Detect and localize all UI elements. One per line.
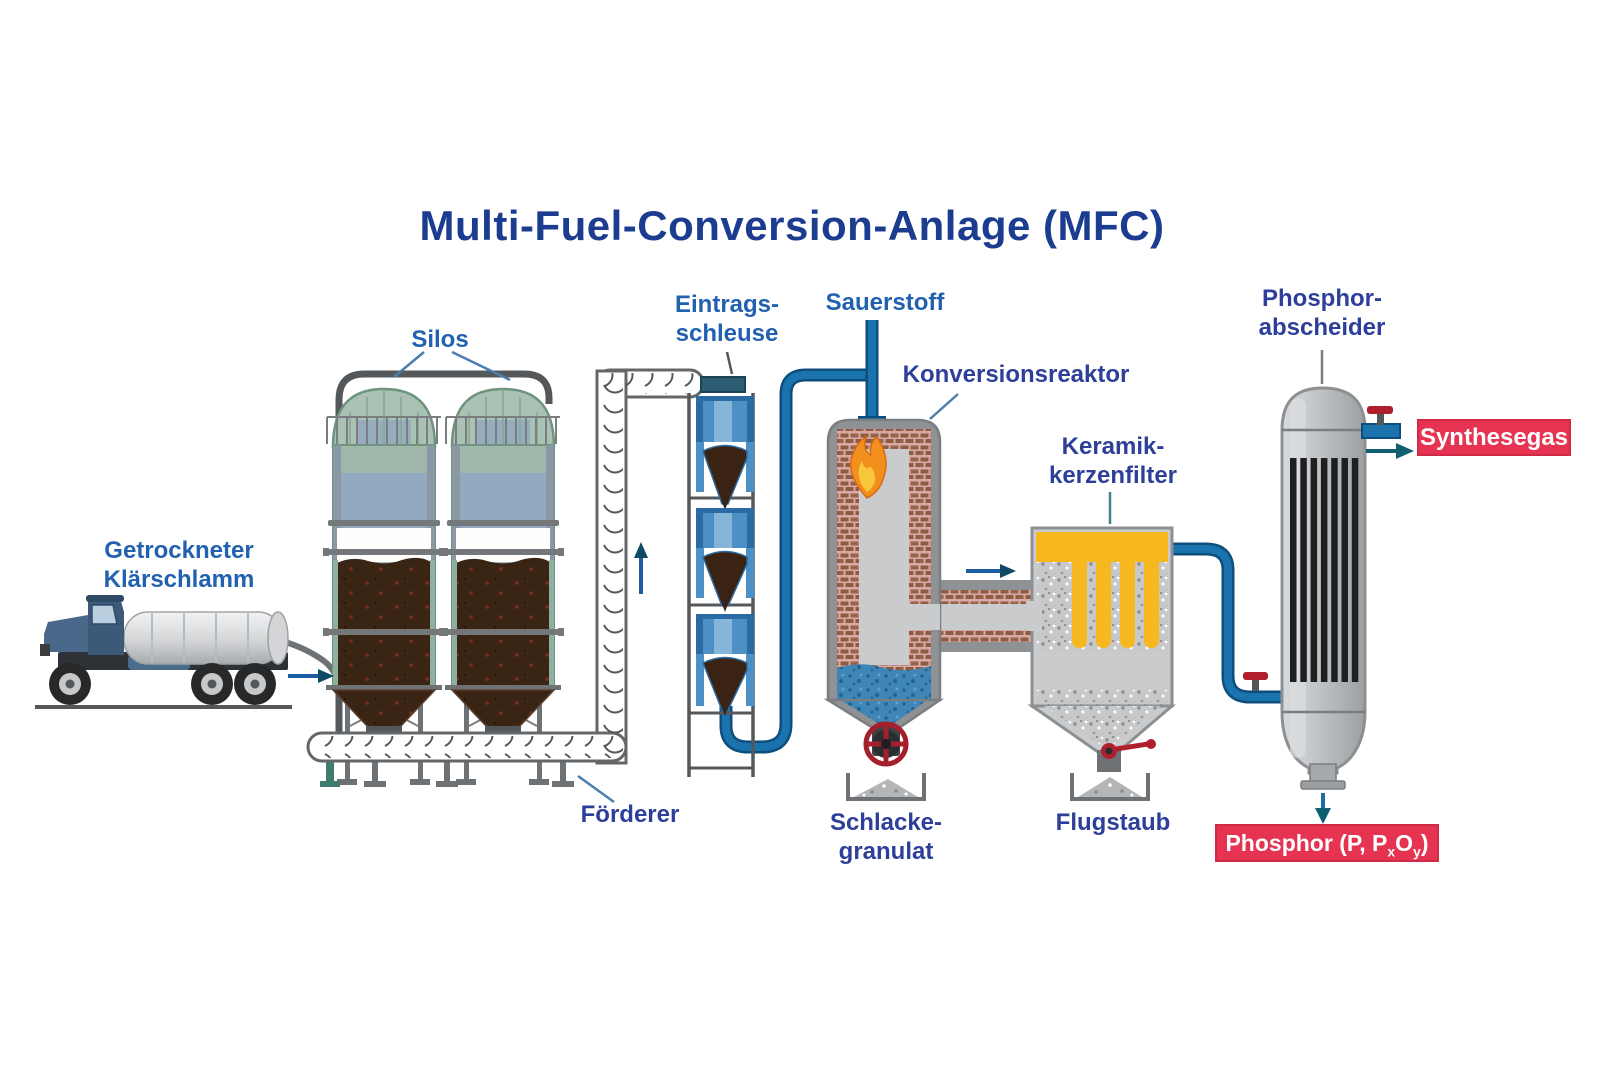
filter-to-separator-pipe <box>1168 545 1286 701</box>
lock-hopper-2 <box>696 508 754 612</box>
phosphorabscheider-vessel <box>1243 386 1401 790</box>
slag-collection-tray <box>846 773 926 801</box>
konversionsreaktor-vessel <box>823 418 1038 767</box>
schleuse-inlet-cap <box>700 376 746 393</box>
label-foerderer: Förderer <box>580 801 680 828</box>
ceramic-candle <box>1072 556 1087 648</box>
lock-hopper-1 <box>696 396 754 510</box>
label-schlackegranulat: Schlacke- granulat <box>829 809 943 865</box>
label-sauerstoff: Sauerstoff <box>825 289 945 316</box>
silos-pointer-right <box>451 350 511 382</box>
label-silos: Silos <box>411 326 469 353</box>
phosphor-badge-text: Phosphor (P, PxOy) <box>1225 829 1429 860</box>
lock-hopper-3 <box>696 614 754 716</box>
phosphor-badge: Phosphor (P, PxOy) <box>1215 824 1439 862</box>
ceramic-candle <box>1120 556 1135 648</box>
label-konversionsreaktor: Konversionsreaktor <box>902 361 1130 388</box>
flame <box>849 435 887 499</box>
flydust-collection-tray <box>1070 773 1150 801</box>
screw-conveyor <box>306 368 705 787</box>
flow-arrows <box>288 443 1414 824</box>
ceramic-candle <box>1144 556 1159 648</box>
silo-railing <box>326 416 441 444</box>
label-keramikkerzenfilter: Keramik- kerzenfilter <box>1048 433 1178 489</box>
schleuse-pointer <box>725 351 734 375</box>
label-truck-cargo: Getrockneter Klärschlamm <box>103 537 255 593</box>
quench-water <box>837 664 931 700</box>
label-phosphorabscheider: Phosphor- abscheider <box>1258 285 1386 341</box>
silo-fill-pipe <box>335 370 553 757</box>
unloading-hose <box>281 638 342 689</box>
label-pointers <box>393 350 1324 804</box>
ceramic-candle <box>1096 556 1111 648</box>
silos-pointer-left <box>393 351 425 378</box>
silo-sludge-fill <box>456 557 550 688</box>
schleuse-to-reactor-pipe <box>722 371 872 751</box>
tanker-barrel <box>123 611 283 665</box>
inlet-valve <box>1243 672 1268 691</box>
label-flugstaub: Flugstaub <box>1055 809 1171 836</box>
silo-left <box>323 387 445 785</box>
foerderer-pointer <box>577 774 615 804</box>
page-title: Multi-Fuel-Conversion-Anlage (MFC) <box>419 202 1165 249</box>
cab-window <box>91 604 118 625</box>
condenser-tubes <box>1290 458 1359 682</box>
keramik-kerzenfilter-vessel <box>1026 526 1177 772</box>
label-eintragsschleuse: Eintrags- schleuse <box>674 291 779 347</box>
synthesegas-badge: Synthesegas <box>1417 419 1571 456</box>
reactor-pointer <box>929 393 959 420</box>
silo-right <box>442 387 564 785</box>
bottom-flange <box>1300 780 1346 790</box>
truck-illustration <box>35 595 342 709</box>
eintragsschleuse-column <box>687 376 755 777</box>
silo-railing <box>445 416 560 444</box>
silo-sludge-fill <box>337 557 431 688</box>
syngas-valve <box>1361 406 1401 439</box>
truck-hood <box>44 615 88 652</box>
